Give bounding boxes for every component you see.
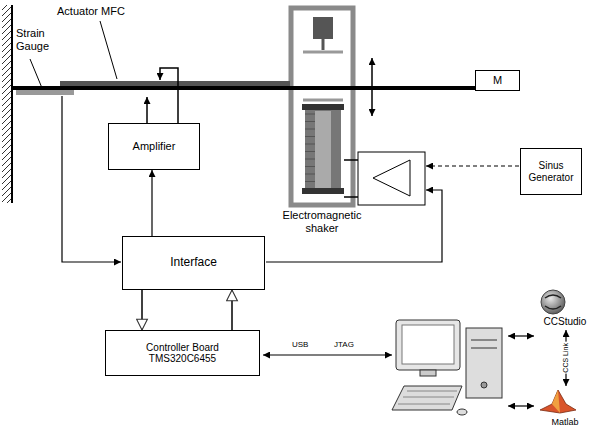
shaker-coil [302,188,344,194]
matlab-icon [540,390,576,413]
signal-wires [508,405,534,406]
computer-icon [420,370,436,376]
process-box: Interface [122,236,265,290]
power-amplifier [344,152,425,205]
process-box: Amplifier [108,123,200,170]
actuator-wires [160,68,178,123]
shaker-coil [305,129,315,130]
actuator-mfc [60,81,290,86]
shaker-frame [322,39,325,50]
signal-wires [426,165,519,166]
shaker-coil [302,104,344,110]
leader-line [100,21,117,79]
matlab-icon [552,390,560,413]
shaker-coil [305,114,315,182]
signal-wires [62,96,121,262]
matlab-icon [540,390,576,413]
power-amplifier [344,196,358,198]
shaker-coil [305,174,315,175]
computer-icon [471,340,497,341]
connector-arrow [151,170,152,236]
shaker-frame [291,8,353,205]
shaker-coil [305,151,315,152]
actuator-wires [147,68,178,123]
computer-icon [392,320,502,415]
wall [11,5,13,203]
shaker-coil [305,121,315,122]
shaker-frame [313,17,333,39]
shaker-coil [305,108,341,192]
power-amplifier [344,159,358,161]
signal-name: USB [292,340,308,349]
ccstudio-icon [541,290,565,314]
beam [12,86,520,90]
signal-wires [263,354,392,355]
shaker-coil [302,104,344,194]
node-text: CCStudio [544,316,587,328]
link-label: CCS Link [562,342,570,374]
ccstudio-icon [545,295,561,309]
signal-wires [62,96,534,406]
actuator-mfc [60,81,290,86]
computer-icon [402,325,454,364]
signal-name: JTAG [334,340,354,349]
ccstudio-icon [541,290,565,314]
strain-gauge [16,90,74,95]
power-amplifier [373,160,410,196]
leader-line [30,59,42,88]
computer-icon [398,391,457,404]
process-box: Controller Board TMS320C6455 [105,330,260,376]
power-amplifier [358,152,425,205]
shaker-frame [303,51,343,54]
wall [2,5,12,203]
node-text: Controller Board TMS320C6455 [133,342,233,365]
part-label: Electromagnetic shaker [272,209,372,234]
computer-icon [457,409,467,415]
strain-gauge [16,90,74,95]
part-label: Strain Gauge [16,27,58,52]
shaker-coil [305,159,315,160]
beam [12,86,520,90]
signal-wires [508,335,534,336]
wall [2,5,12,203]
shaker-coil [305,144,315,145]
node-text: Matlab [551,417,578,427]
shaker-frame [303,99,343,102]
software-icon: CCStudio [536,288,594,330]
part-label: Actuator MFC [57,5,125,18]
motion-arrow [371,58,373,116]
actuator-wires [146,97,148,123]
software-icon: Matlab [536,386,594,430]
signal-wires [266,190,442,262]
shaker-coil [305,136,315,137]
computer-icon [396,320,460,370]
motion-arrow [371,58,373,116]
data-bus-arrow [231,290,233,330]
shaker-coil [305,114,315,115]
shaker-frame [291,8,353,205]
node-text: Sinus Generator [525,160,577,183]
node-text: Amplifier [133,140,176,153]
node-text: M [493,74,502,87]
process-box: Sinus Generator [520,148,582,195]
computer-icon [466,328,502,398]
shaker-coil [305,166,315,167]
computer-icon [481,382,487,388]
process-box: M [475,70,520,91]
node-text: Interface [170,256,217,270]
computer-icon [392,386,462,410]
shaker-coil [315,111,331,189]
computer-icon [471,348,497,349]
shaker-coil [305,181,315,182]
data-bus-arrow [141,290,143,330]
